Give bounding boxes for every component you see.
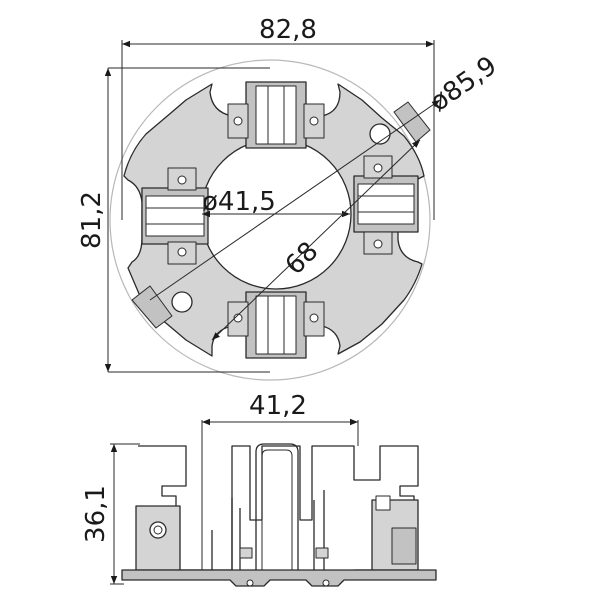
side-height-label: 36,1 [81, 485, 111, 543]
outer-diameter-label: ø85,9 [425, 51, 503, 118]
side-right-terminal-nut [375, 495, 391, 511]
side-width-label: 41,2 [249, 391, 307, 421]
side-base-plate [121, 569, 437, 587]
brush-holder-bottom [227, 291, 325, 359]
side-u-bracket [255, 443, 299, 576]
top-view: 82,8 81,2 ø85,9 ø41,5 68 [77, 15, 503, 381]
width-dimension-label: 82,8 [259, 15, 317, 45]
side-left-screw [149, 521, 167, 539]
side-nut [315, 547, 329, 559]
bracket-top-right [393, 101, 431, 143]
side-nut [239, 547, 253, 559]
mounting-hole [171, 291, 193, 313]
side-right-terminal-insert [391, 527, 417, 565]
brush-holder-top [227, 81, 325, 149]
inner-diameter-label: ø41,5 [202, 187, 276, 217]
side-view: 41,2 36,1 [81, 391, 437, 587]
bracket-bottom-left [131, 285, 173, 329]
side-left-screw-inner [153, 525, 163, 535]
height-dimension-label: 81,2 [77, 191, 107, 249]
side-base-rivet [322, 579, 330, 587]
brush-holder-left [141, 167, 209, 265]
side-u-bracket-inner [261, 449, 293, 576]
side-housing-outline [138, 445, 419, 571]
side-base-rivet [246, 579, 254, 587]
bolt-circle-dimension-line [211, 139, 421, 341]
